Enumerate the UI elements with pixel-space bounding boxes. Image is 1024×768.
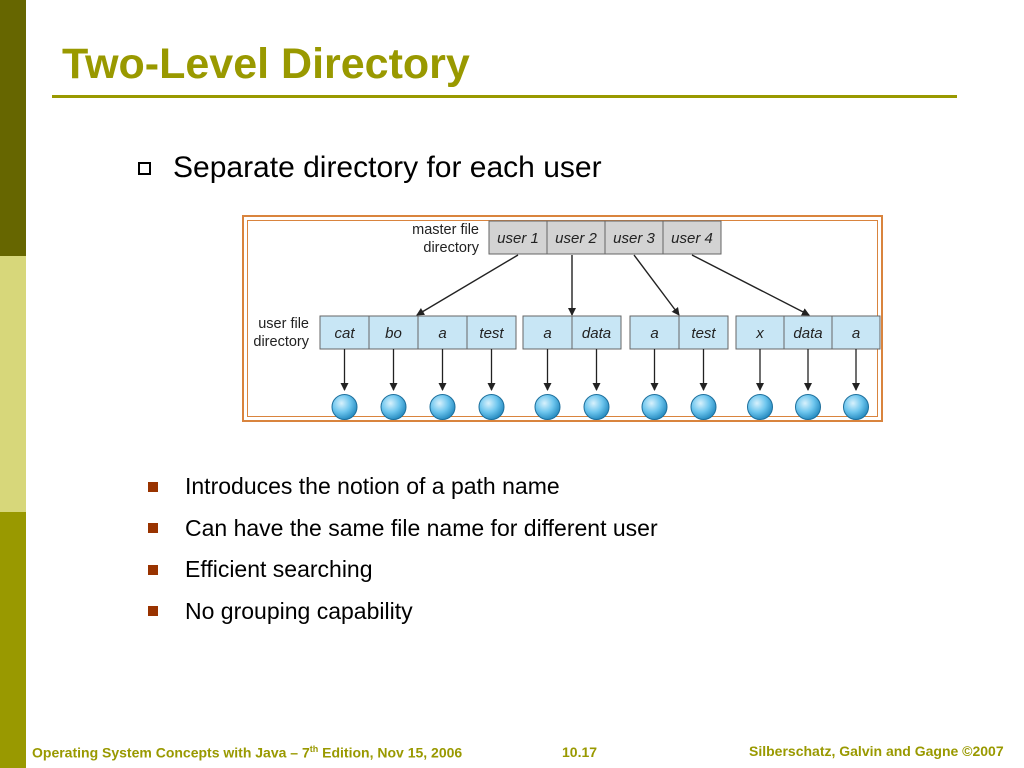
bullet-list: Introduces the notion of a path name Can…: [148, 466, 658, 632]
bullet-item: Efficient searching: [148, 549, 658, 591]
user-file-entry: a: [629, 315, 680, 350]
file-node: [331, 394, 358, 420]
user-file-entry-label: data: [793, 325, 822, 342]
master-cell-3-box: [604, 220, 664, 255]
user-file-entry: a: [522, 315, 573, 350]
user-file-entry-box: [678, 315, 729, 350]
footer-authors: Silberschatz, Galvin and Gagne ©2007: [749, 743, 1004, 759]
user-file-entry-label: test: [691, 325, 716, 342]
sidebar-block-light: [0, 256, 26, 512]
footer-book-title: Operating System Concepts with Java – 7t…: [32, 744, 462, 761]
file-links: [340, 349, 860, 391]
file-node: [641, 394, 668, 420]
user-file-entry-label: x: [755, 325, 764, 342]
user-file-entry-box: [629, 315, 680, 350]
file-node: [795, 394, 821, 420]
user-file-entry-box: [522, 315, 573, 350]
slide-title: Two-Level Directory: [62, 40, 470, 88]
master-cell-2-box: [546, 220, 606, 255]
square-bullet-icon: [148, 564, 158, 575]
user-file-entry-label: a: [543, 325, 551, 342]
square-bullet-icon: [148, 523, 158, 534]
bullet-item: Introduces the notion of a path name: [148, 466, 658, 508]
user-file-directory-label-line2: directory: [253, 334, 309, 350]
master-cell-3: user 3: [604, 220, 664, 255]
user-directory-arrow-4: [691, 254, 810, 316]
user-file-entry-box: [571, 315, 622, 350]
master-cell-2-label: user 2: [555, 230, 597, 247]
master-file-directory-label-line2: directory: [423, 240, 479, 256]
user-directory-2: a data: [522, 315, 622, 350]
user-file-entry: x: [735, 315, 785, 350]
user-file-directory-rows: cat bo a test a data a test x data a: [319, 315, 881, 350]
user-file-entry: data: [783, 315, 833, 350]
master-file-directory-row: user 1 user 2 user 3 user 4: [488, 220, 722, 255]
user-file-entry-box: [831, 315, 881, 350]
bullet-item: Can have the same file name for differen…: [148, 508, 658, 550]
file-node: [534, 394, 561, 420]
file-node: [583, 394, 610, 420]
user-file-entry-box: [319, 315, 370, 350]
title-underline: [52, 95, 957, 98]
user-directory-4: x data a: [735, 315, 881, 350]
file-node: [478, 394, 505, 420]
user-file-entry-box: [735, 315, 785, 350]
user-file-entry: bo: [368, 315, 419, 350]
footer-book-title-rest: Edition, Nov 15, 2006: [318, 744, 463, 761]
footer-edition-superscript: th: [309, 744, 319, 754]
user-file-entry-label: data: [582, 325, 611, 342]
file-node: [843, 394, 869, 420]
user-file-entry-label: a: [438, 325, 446, 342]
user-file-entry: test: [466, 315, 517, 350]
bullet-item: No grouping capability: [148, 591, 658, 633]
file-node: [429, 394, 456, 420]
master-cell-2: user 2: [546, 220, 606, 255]
footer-book-title-main: Operating System Concepts with Java – 7: [32, 744, 310, 761]
sidebar-block-dark: [0, 0, 26, 256]
bullet-text: Efficient searching: [185, 556, 373, 583]
user-file-entry-label: bo: [385, 325, 402, 342]
square-bullet-icon: [148, 481, 158, 492]
directory-links: [416, 254, 810, 316]
master-cell-4-box: [662, 220, 722, 255]
master-cell-4: user 4: [662, 220, 722, 255]
master-cell-4-label: user 4: [671, 230, 713, 247]
user-directory-1: cat bo a test: [319, 315, 517, 350]
user-directory-arrow-3: [633, 254, 680, 316]
file-nodes: [331, 394, 869, 420]
main-bullet: Separate directory for each user: [138, 148, 602, 188]
user-file-entry-label: test: [479, 325, 504, 342]
master-cell-1-label: user 1: [497, 230, 539, 247]
main-bullet-text: Separate directory for each user: [173, 151, 602, 184]
bullet-text: No grouping capability: [185, 597, 413, 624]
file-node: [747, 394, 773, 420]
user-file-entry-box: [368, 315, 419, 350]
user-file-entry: test: [678, 315, 729, 350]
square-bullet-icon: [148, 606, 158, 617]
user-file-entry-label: a: [852, 325, 860, 342]
user-file-entry-label: a: [650, 325, 658, 342]
file-node: [380, 394, 407, 420]
user-file-entry: cat: [319, 315, 370, 350]
footer-page-number: 10.17: [562, 744, 598, 760]
sidebar-decoration: [0, 0, 26, 768]
user-file-entry: a: [417, 315, 468, 350]
user-file-entry: a: [831, 315, 881, 350]
file-node: [690, 394, 717, 420]
user-file-entry-box: [466, 315, 517, 350]
user-file-entry: data: [571, 315, 622, 350]
user-file-entry-label: cat: [334, 325, 355, 342]
user-file-directory-label-line1: user file: [258, 316, 309, 332]
master-file-directory-label-line1: master file: [412, 222, 479, 238]
user-directory-3: a test: [629, 315, 729, 350]
master-cell-3-label: user 3: [613, 230, 655, 247]
bullet-text: Can have the same file name for differen…: [185, 514, 658, 541]
user-directory-arrow-1: [416, 254, 519, 316]
sidebar-block-olive: [0, 512, 26, 768]
bullet-text: Introduces the notion of a path name: [185, 473, 560, 500]
user-file-entry-box: [783, 315, 833, 350]
master-cell-1: user 1: [488, 220, 548, 255]
hollow-square-bullet-icon: [138, 161, 151, 175]
